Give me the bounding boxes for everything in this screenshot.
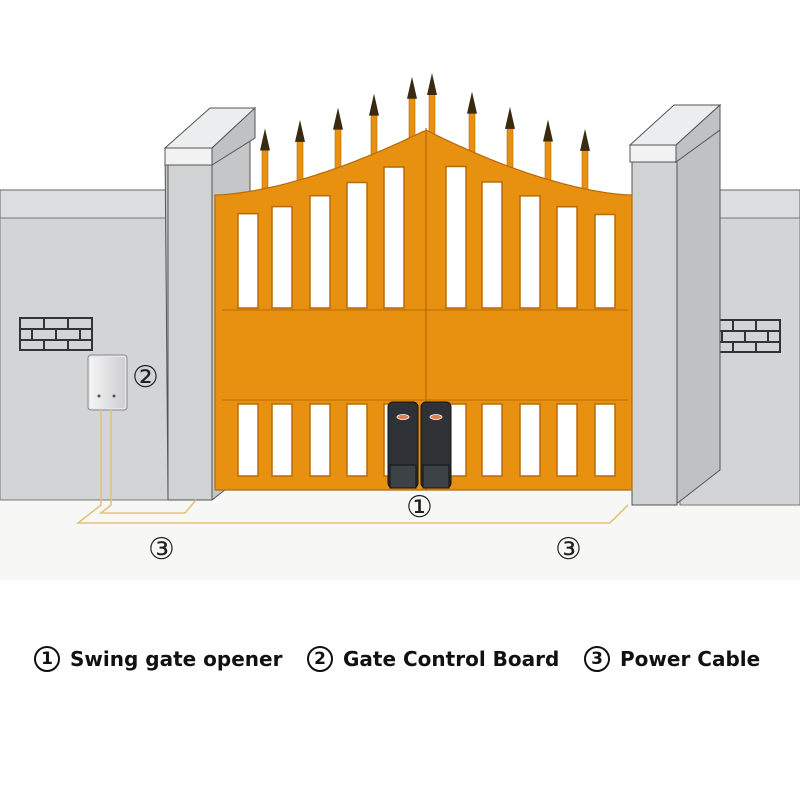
gate-upper-opening xyxy=(594,213,616,309)
gate-spear-shaft xyxy=(428,90,436,138)
gate-upper-opening xyxy=(309,194,331,309)
gate-spear-shaft xyxy=(506,124,514,172)
gate-spear-tip xyxy=(580,128,590,151)
gate-spear-shaft xyxy=(334,125,342,172)
legend-label: Swing gate opener xyxy=(70,647,283,671)
left-wall xyxy=(0,189,171,501)
gate-spear-shaft xyxy=(370,111,378,158)
power-cable xyxy=(75,410,629,524)
opener-base xyxy=(422,464,450,489)
legend-label: Power Cable xyxy=(620,647,761,671)
legend: 1 Swing gate opener 2 Gate Control Board… xyxy=(0,646,800,680)
gate-spear-shaft xyxy=(468,109,476,156)
gate-upper-opening xyxy=(556,205,578,309)
legend-label: Gate Control Board xyxy=(343,647,560,671)
gate-upper-opening xyxy=(445,165,467,309)
callout-control-board: ② xyxy=(132,360,159,395)
opener-base xyxy=(389,464,417,489)
gate-lower-opening xyxy=(594,403,616,477)
gate-upper-opening xyxy=(481,181,503,309)
gate-lower-opening xyxy=(556,403,578,477)
opener-logo-icon xyxy=(396,414,410,420)
legend-item-opener: 1 Swing gate opener xyxy=(34,646,282,672)
gate-spear-shaft xyxy=(408,94,416,142)
gate-spear-shaft xyxy=(581,146,589,194)
gate-spear-shaft xyxy=(544,137,552,184)
legend-number: 3 xyxy=(584,646,610,672)
gate-spear-tip xyxy=(369,93,379,116)
gate-upper-opening xyxy=(237,212,259,309)
gate-spear-tip xyxy=(333,107,343,130)
gate-upper-opening xyxy=(383,166,405,309)
gate-upper-opening xyxy=(519,195,541,309)
gate-lower-opening xyxy=(271,403,293,477)
legend-number: 2 xyxy=(307,646,333,672)
gate-spear-tip xyxy=(467,91,477,114)
brick-icon xyxy=(19,317,93,351)
gate-spear-tip xyxy=(427,73,437,96)
gate-lower-opening xyxy=(237,403,259,477)
opener-logo-icon xyxy=(429,414,443,420)
gate-lower-opening xyxy=(309,403,331,477)
gate-upper-opening xyxy=(271,205,293,309)
gate-spear-tip xyxy=(295,119,305,142)
gate-spear-shaft xyxy=(261,146,269,193)
gate-control-board xyxy=(87,354,128,411)
callout-cable-left: ③ xyxy=(148,532,175,567)
gate-spear-tip xyxy=(543,119,553,142)
legend-item-power-cable: 3 Power Cable xyxy=(584,646,760,672)
callout-cable-right: ③ xyxy=(555,532,582,567)
callout-opener: ① xyxy=(406,490,433,525)
gate-lower-opening xyxy=(519,403,541,477)
gate-lower-opening xyxy=(481,403,503,477)
right-pillar xyxy=(628,103,722,507)
gate-lower-opening xyxy=(346,403,368,477)
gate-spear-tip xyxy=(505,106,515,129)
gate-spear-shaft xyxy=(296,137,304,185)
gate-upper-opening xyxy=(346,181,368,309)
legend-item-control-board: 2 Gate Control Board xyxy=(307,646,559,672)
swing-gate xyxy=(214,73,633,491)
legend-number: 1 xyxy=(34,646,60,672)
gate-spear-tip xyxy=(260,128,270,151)
gate-spear-tip xyxy=(407,76,417,99)
